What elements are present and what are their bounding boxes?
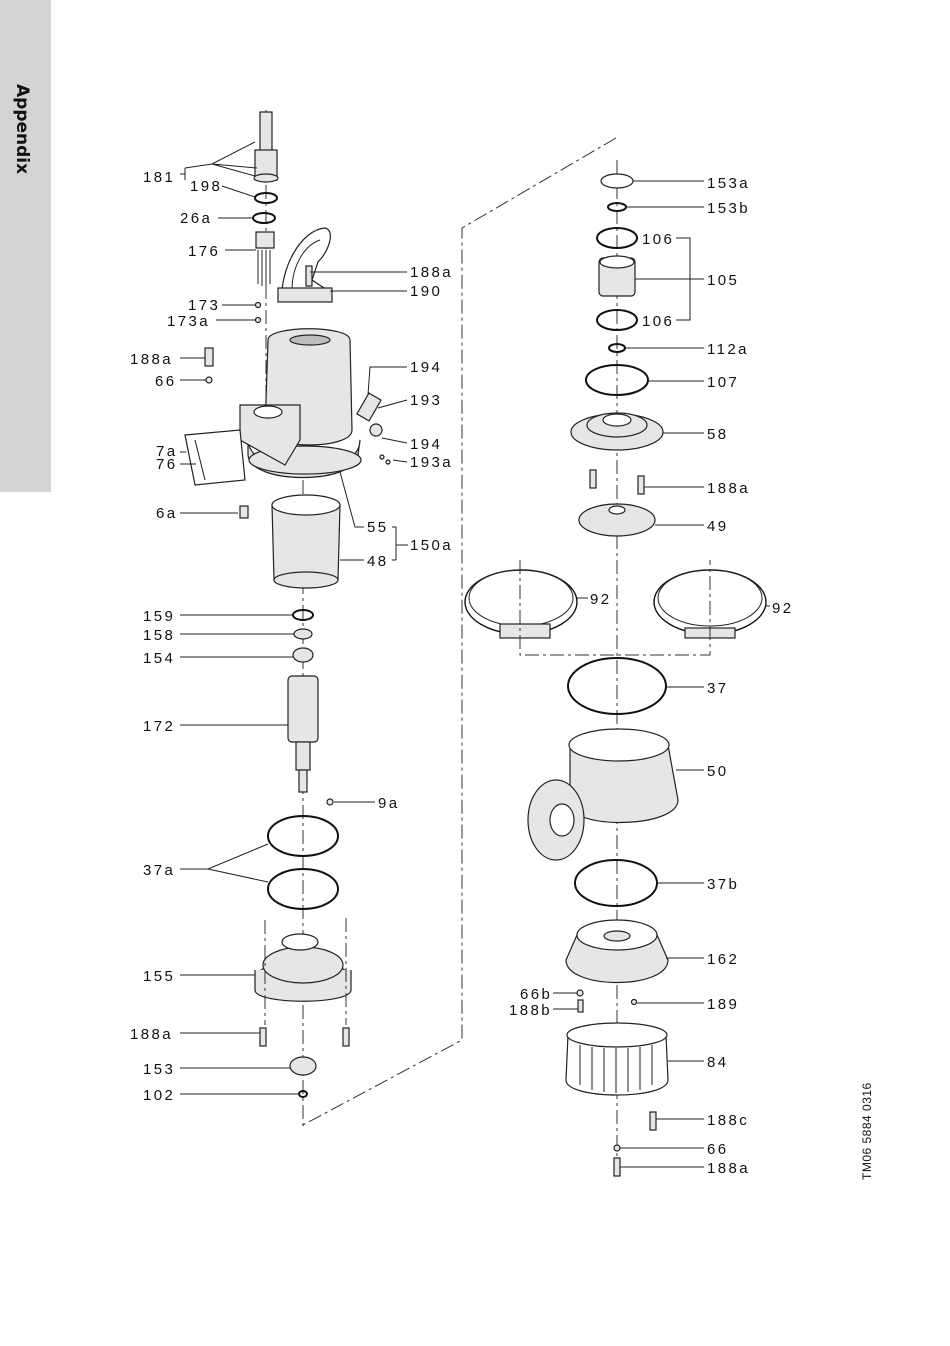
part-188a-screw-cover-1 xyxy=(260,1028,266,1046)
label-105: 105 xyxy=(707,272,739,289)
part-66b-washer xyxy=(577,990,583,996)
label-92-right: 92 xyxy=(772,600,794,617)
label-198: 198 xyxy=(190,178,222,195)
label-159: 159 xyxy=(143,608,175,625)
label-66: 66 xyxy=(155,373,177,390)
part-190-handle xyxy=(278,228,332,302)
part-49-impeller xyxy=(579,504,655,536)
part-153-bearing xyxy=(290,1057,316,1075)
part-189-pin xyxy=(632,1000,637,1005)
part-173a-washer xyxy=(256,318,261,323)
label-188a-bottom: 188a xyxy=(707,1160,750,1177)
label-153a: 153a xyxy=(707,175,750,192)
label-66-bottom: 66 xyxy=(707,1141,729,1158)
label-112a: 112a xyxy=(707,341,749,358)
label-154: 154 xyxy=(143,650,175,667)
label-84: 84 xyxy=(707,1054,729,1071)
part-188a-screw-right-2 xyxy=(638,476,644,494)
part-105-shaft-seal xyxy=(599,256,635,296)
label-189: 189 xyxy=(707,996,739,1013)
part-9a-key xyxy=(327,799,333,805)
label-188b: 188b xyxy=(509,1002,552,1019)
label-188c: 188c xyxy=(707,1112,749,1129)
part-92-clamp-left xyxy=(465,570,577,638)
label-37: 37 xyxy=(707,680,729,697)
label-173: 173 xyxy=(188,297,220,314)
label-188a-cover: 188a xyxy=(130,1026,173,1043)
part-66-washer xyxy=(614,1145,620,1151)
label-181: 181 xyxy=(143,169,175,186)
part-154-bearing xyxy=(293,648,313,662)
label-107: 107 xyxy=(707,374,739,391)
label-106-top: 106 xyxy=(642,231,674,248)
label-173a: 173a xyxy=(167,313,210,330)
label-176: 176 xyxy=(188,243,220,260)
label-49: 49 xyxy=(707,518,729,535)
part-50-pump-housing xyxy=(528,729,678,860)
label-102: 102 xyxy=(143,1087,175,1104)
label-188a-handle: 188a xyxy=(410,264,453,281)
right-assembly xyxy=(465,160,766,1176)
part-188a-screw-left xyxy=(205,348,213,383)
label-194-top: 194 xyxy=(410,359,442,376)
part-26a-oring xyxy=(253,213,275,223)
part-162-suction-cover xyxy=(566,920,668,983)
part-37b-oring xyxy=(575,860,657,906)
part-188a-screw-bottom xyxy=(614,1158,620,1176)
part-173-screw xyxy=(256,303,261,308)
label-153: 153 xyxy=(143,1061,175,1078)
label-193a: 193a xyxy=(410,454,453,471)
label-194-bottom: 194 xyxy=(410,436,442,453)
label-172: 172 xyxy=(143,718,175,735)
part-155-cover xyxy=(255,934,351,1001)
label-26a: 26a xyxy=(180,210,212,227)
part-188a-screw-cover-2 xyxy=(343,1028,349,1046)
label-158: 158 xyxy=(143,627,175,644)
left-assembly xyxy=(185,110,390,1130)
part-188c-screw xyxy=(650,1112,656,1130)
label-48: 48 xyxy=(367,553,389,570)
part-172-rotor xyxy=(288,676,318,792)
label-153b: 153b xyxy=(707,200,750,217)
part-188b-screw xyxy=(578,1000,583,1012)
label-6a: 6a xyxy=(156,505,178,522)
label-188a-right: 188a xyxy=(707,480,750,497)
label-106-bottom: 106 xyxy=(642,313,674,330)
label-150a: 150a xyxy=(410,537,453,554)
label-58: 58 xyxy=(707,426,729,443)
label-37a: 37a xyxy=(143,862,175,879)
part-84-strainer xyxy=(566,1023,668,1095)
label-155: 155 xyxy=(143,968,175,985)
label-190: 190 xyxy=(410,283,442,300)
part-181-cable-entry xyxy=(254,112,278,182)
part-188a-screw-right-1 xyxy=(590,470,596,488)
label-193: 193 xyxy=(410,392,442,409)
label-76: 76 xyxy=(156,456,178,473)
part-48-stator xyxy=(272,495,340,588)
part-193-vent xyxy=(357,393,390,464)
part-176-plug xyxy=(256,232,274,286)
part-153a-ring xyxy=(601,174,633,188)
label-188a-left: 188a xyxy=(130,351,173,368)
label-162: 162 xyxy=(707,951,739,968)
label-55: 55 xyxy=(367,519,389,536)
part-58-seal-housing xyxy=(571,413,663,450)
label-37b: 37b xyxy=(707,876,739,893)
label-9a: 9a xyxy=(378,795,400,812)
label-92-left: 92 xyxy=(590,591,612,608)
label-50: 50 xyxy=(707,763,729,780)
label-66b: 66b xyxy=(520,986,552,1003)
part-6a-screw xyxy=(240,506,248,518)
part-158-washer xyxy=(294,629,312,639)
